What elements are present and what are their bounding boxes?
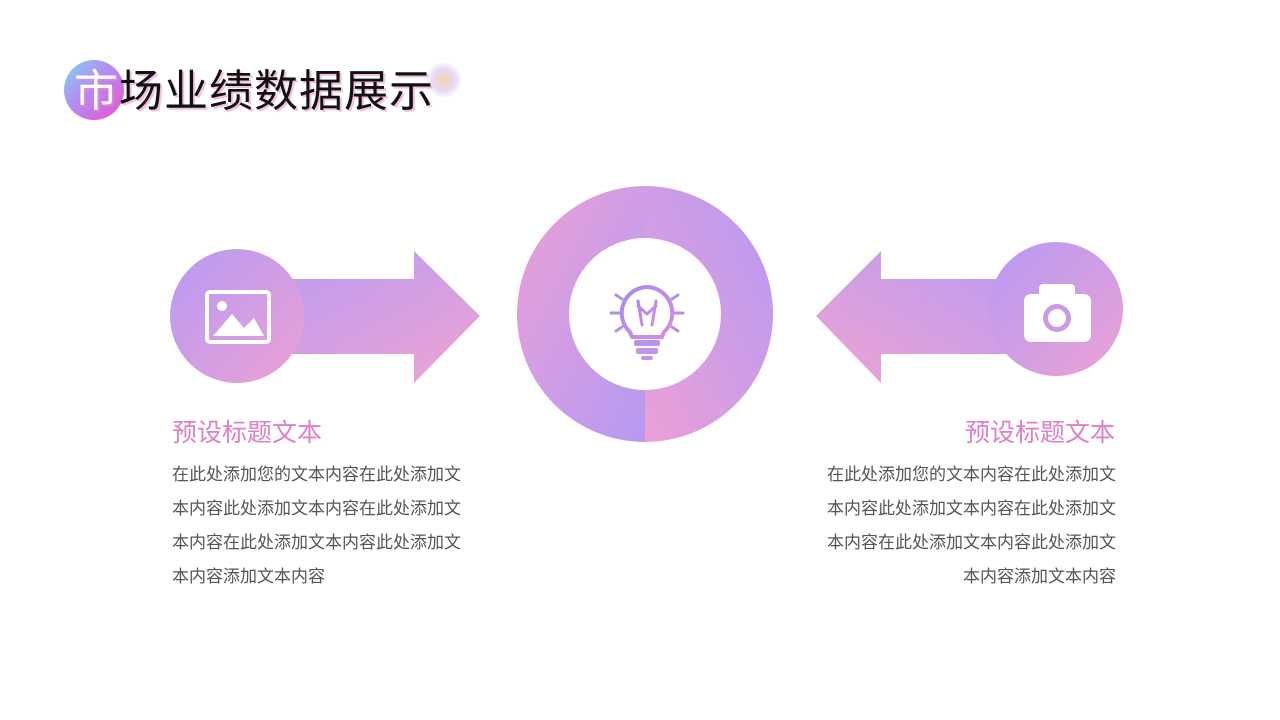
right-item-heading: 预设标题文本 (964, 418, 1115, 447)
left-icon-circle (170, 249, 304, 383)
left-item-heading: 预设标题文本 (172, 418, 323, 447)
image-icon (205, 290, 271, 344)
lightbulb-icon (609, 285, 685, 360)
title-glow-decoration (426, 62, 462, 98)
title-accent-circle (64, 60, 124, 120)
right-item-body: 在此处添加您的文本内容在此处添加文本内容此处添加文本内容在此处添加文本内容在此处… (827, 465, 1116, 587)
title-rest: 场业绩数据展示 (119, 66, 434, 117)
camera-icon (1024, 284, 1091, 342)
left-item-body: 在此处添加您的文本内容在此处添加文本内容此处添加文本内容在此处添加文本内容在此处… (172, 465, 461, 587)
title-text: 市场业绩数据展示 (74, 64, 434, 120)
center-ring (517, 186, 773, 442)
title-first-char: 市 (74, 66, 119, 117)
left-arrow-shape (235, 251, 480, 383)
